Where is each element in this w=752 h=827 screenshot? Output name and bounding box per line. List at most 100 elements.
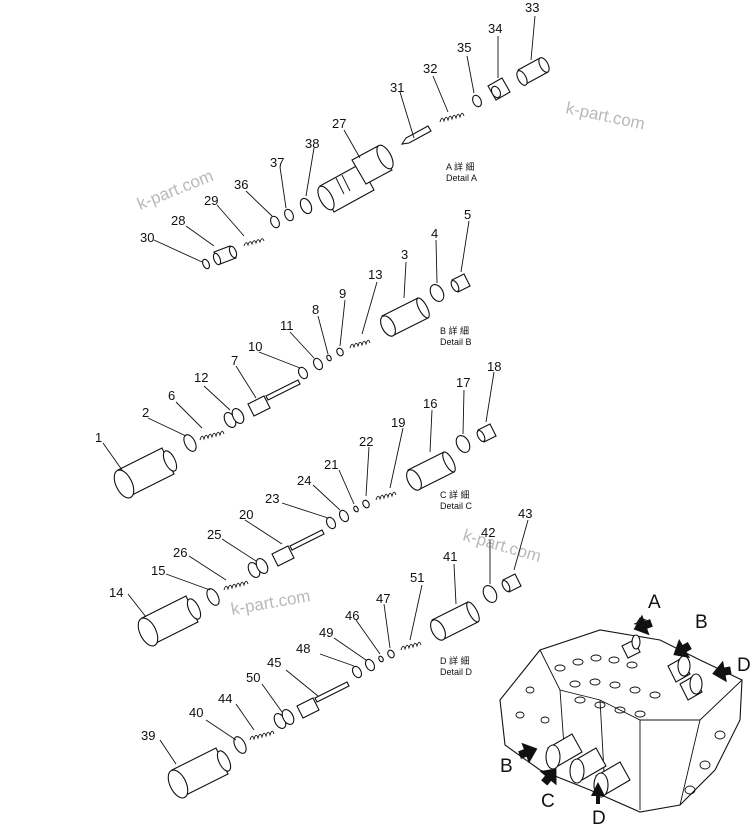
part-22-ring (362, 499, 370, 509)
part-7-spool (247, 379, 301, 417)
part-26-spring (223, 580, 249, 591)
callout-3: 3 (401, 247, 408, 262)
part-27-valve-body (317, 144, 394, 213)
part-19-spring (375, 491, 397, 501)
callout-25: 25 (207, 527, 221, 542)
view-letter-b-bottom: B (500, 756, 513, 777)
callout-21: 21 (324, 457, 338, 472)
part-37-ring (284, 208, 294, 222)
part-18-plug (476, 423, 497, 443)
view-letter-d-bottom: D (592, 808, 606, 827)
part-2-o-ring (183, 434, 197, 452)
part-1-cap (113, 447, 178, 499)
detail-c-assembly (137, 423, 497, 647)
detail-a-assembly (202, 57, 550, 270)
callout-49: 49 (319, 625, 333, 640)
part-46-ring (378, 655, 384, 663)
arrow-c-bottom-icon (539, 768, 557, 786)
detail-d-kanji: D 詳 細 (440, 655, 470, 666)
callout-32: 32 (423, 61, 437, 76)
callout-29: 29 (204, 193, 218, 208)
callout-1: 1 (95, 430, 102, 445)
callout-12: 12 (194, 370, 208, 385)
arrow-a-icon (633, 614, 653, 636)
arrow-d-top-icon (712, 660, 732, 683)
callout-2: 2 (142, 405, 149, 420)
part-21-ring (353, 505, 359, 513)
callout-8: 8 (312, 302, 319, 317)
control-valve-block (499, 629, 743, 813)
arrow-d-bottom-icon (591, 782, 605, 804)
callout-14: 14 (109, 585, 123, 600)
part-11-ring (312, 357, 324, 371)
block-ports (515, 654, 726, 795)
part-49-ring (364, 658, 376, 672)
part-17-ring (455, 435, 471, 453)
part-30-ring (202, 258, 210, 270)
part-50-seat (273, 709, 295, 729)
callout-38: 38 (305, 136, 319, 151)
watermark: k-part.com (229, 586, 311, 619)
part-43-plug (501, 573, 522, 593)
detail-b-assembly (113, 273, 471, 499)
detail-b-kanji: B 詳 細 (440, 325, 469, 336)
callout-16: 16 (423, 396, 437, 411)
detail-b-label: Detail B (440, 337, 472, 347)
callout-17: 17 (456, 375, 470, 390)
callout-28: 28 (171, 213, 185, 228)
part-29-spring (243, 238, 265, 247)
part-20-spool (271, 529, 325, 567)
part-3-sleeve (380, 297, 430, 337)
part-5-plug (450, 273, 471, 293)
callout-13: 13 (368, 267, 382, 282)
callout-15: 15 (151, 563, 165, 578)
callout-50: 50 (246, 670, 260, 685)
part-47-ring (387, 649, 395, 659)
part-42-ring (482, 585, 498, 603)
arrow-b-bottom-icon (518, 742, 538, 764)
callout-34: 34 (488, 21, 502, 36)
part-31-pin (400, 125, 432, 145)
part-8-ring (326, 354, 332, 362)
part-28-plug (212, 245, 238, 266)
part-4-ring (429, 284, 445, 302)
callout-37: 37 (270, 155, 284, 170)
callout-48: 48 (296, 641, 310, 656)
callout-24: 24 (297, 473, 311, 488)
part-39-cap (167, 747, 232, 799)
callout-33: 33 (525, 0, 539, 15)
view-letter-c-bottom: C (541, 791, 555, 812)
callout-36: 36 (234, 177, 248, 192)
callout-19: 19 (391, 415, 405, 430)
part-35-ring (472, 94, 482, 108)
detail-a-label: Detail A (446, 173, 477, 183)
part-15-o-ring (206, 588, 220, 606)
callout-47: 47 (376, 591, 390, 606)
callout-41: 41 (443, 549, 457, 564)
block-top-spools (621, 634, 703, 701)
leader-lines (102, 15, 536, 765)
part-16-sleeve (406, 451, 456, 491)
callout-39: 39 (141, 728, 155, 743)
part-13-spring (349, 339, 371, 349)
callout-40: 40 (189, 705, 203, 720)
detail-c-label: Detail C (440, 501, 473, 511)
detail-d-assembly (167, 573, 522, 799)
part-41-sleeve (430, 601, 480, 641)
watermark: k-part.com (461, 526, 543, 566)
part-6-spring (199, 430, 225, 441)
arrow-b-top-icon (673, 638, 692, 659)
callout-44: 44 (218, 691, 232, 706)
part-14-cap (137, 595, 202, 647)
view-arrows (518, 614, 732, 804)
callout-11: 11 (280, 318, 294, 333)
part-24-ring (338, 509, 350, 523)
callout-18: 18 (487, 359, 501, 374)
part-48-ring (351, 665, 363, 679)
part-36-ring (270, 215, 280, 229)
part-23-ring (325, 516, 337, 530)
callout-35: 35 (457, 40, 471, 55)
callout-4: 4 (431, 226, 438, 241)
part-44-spring (249, 730, 275, 741)
